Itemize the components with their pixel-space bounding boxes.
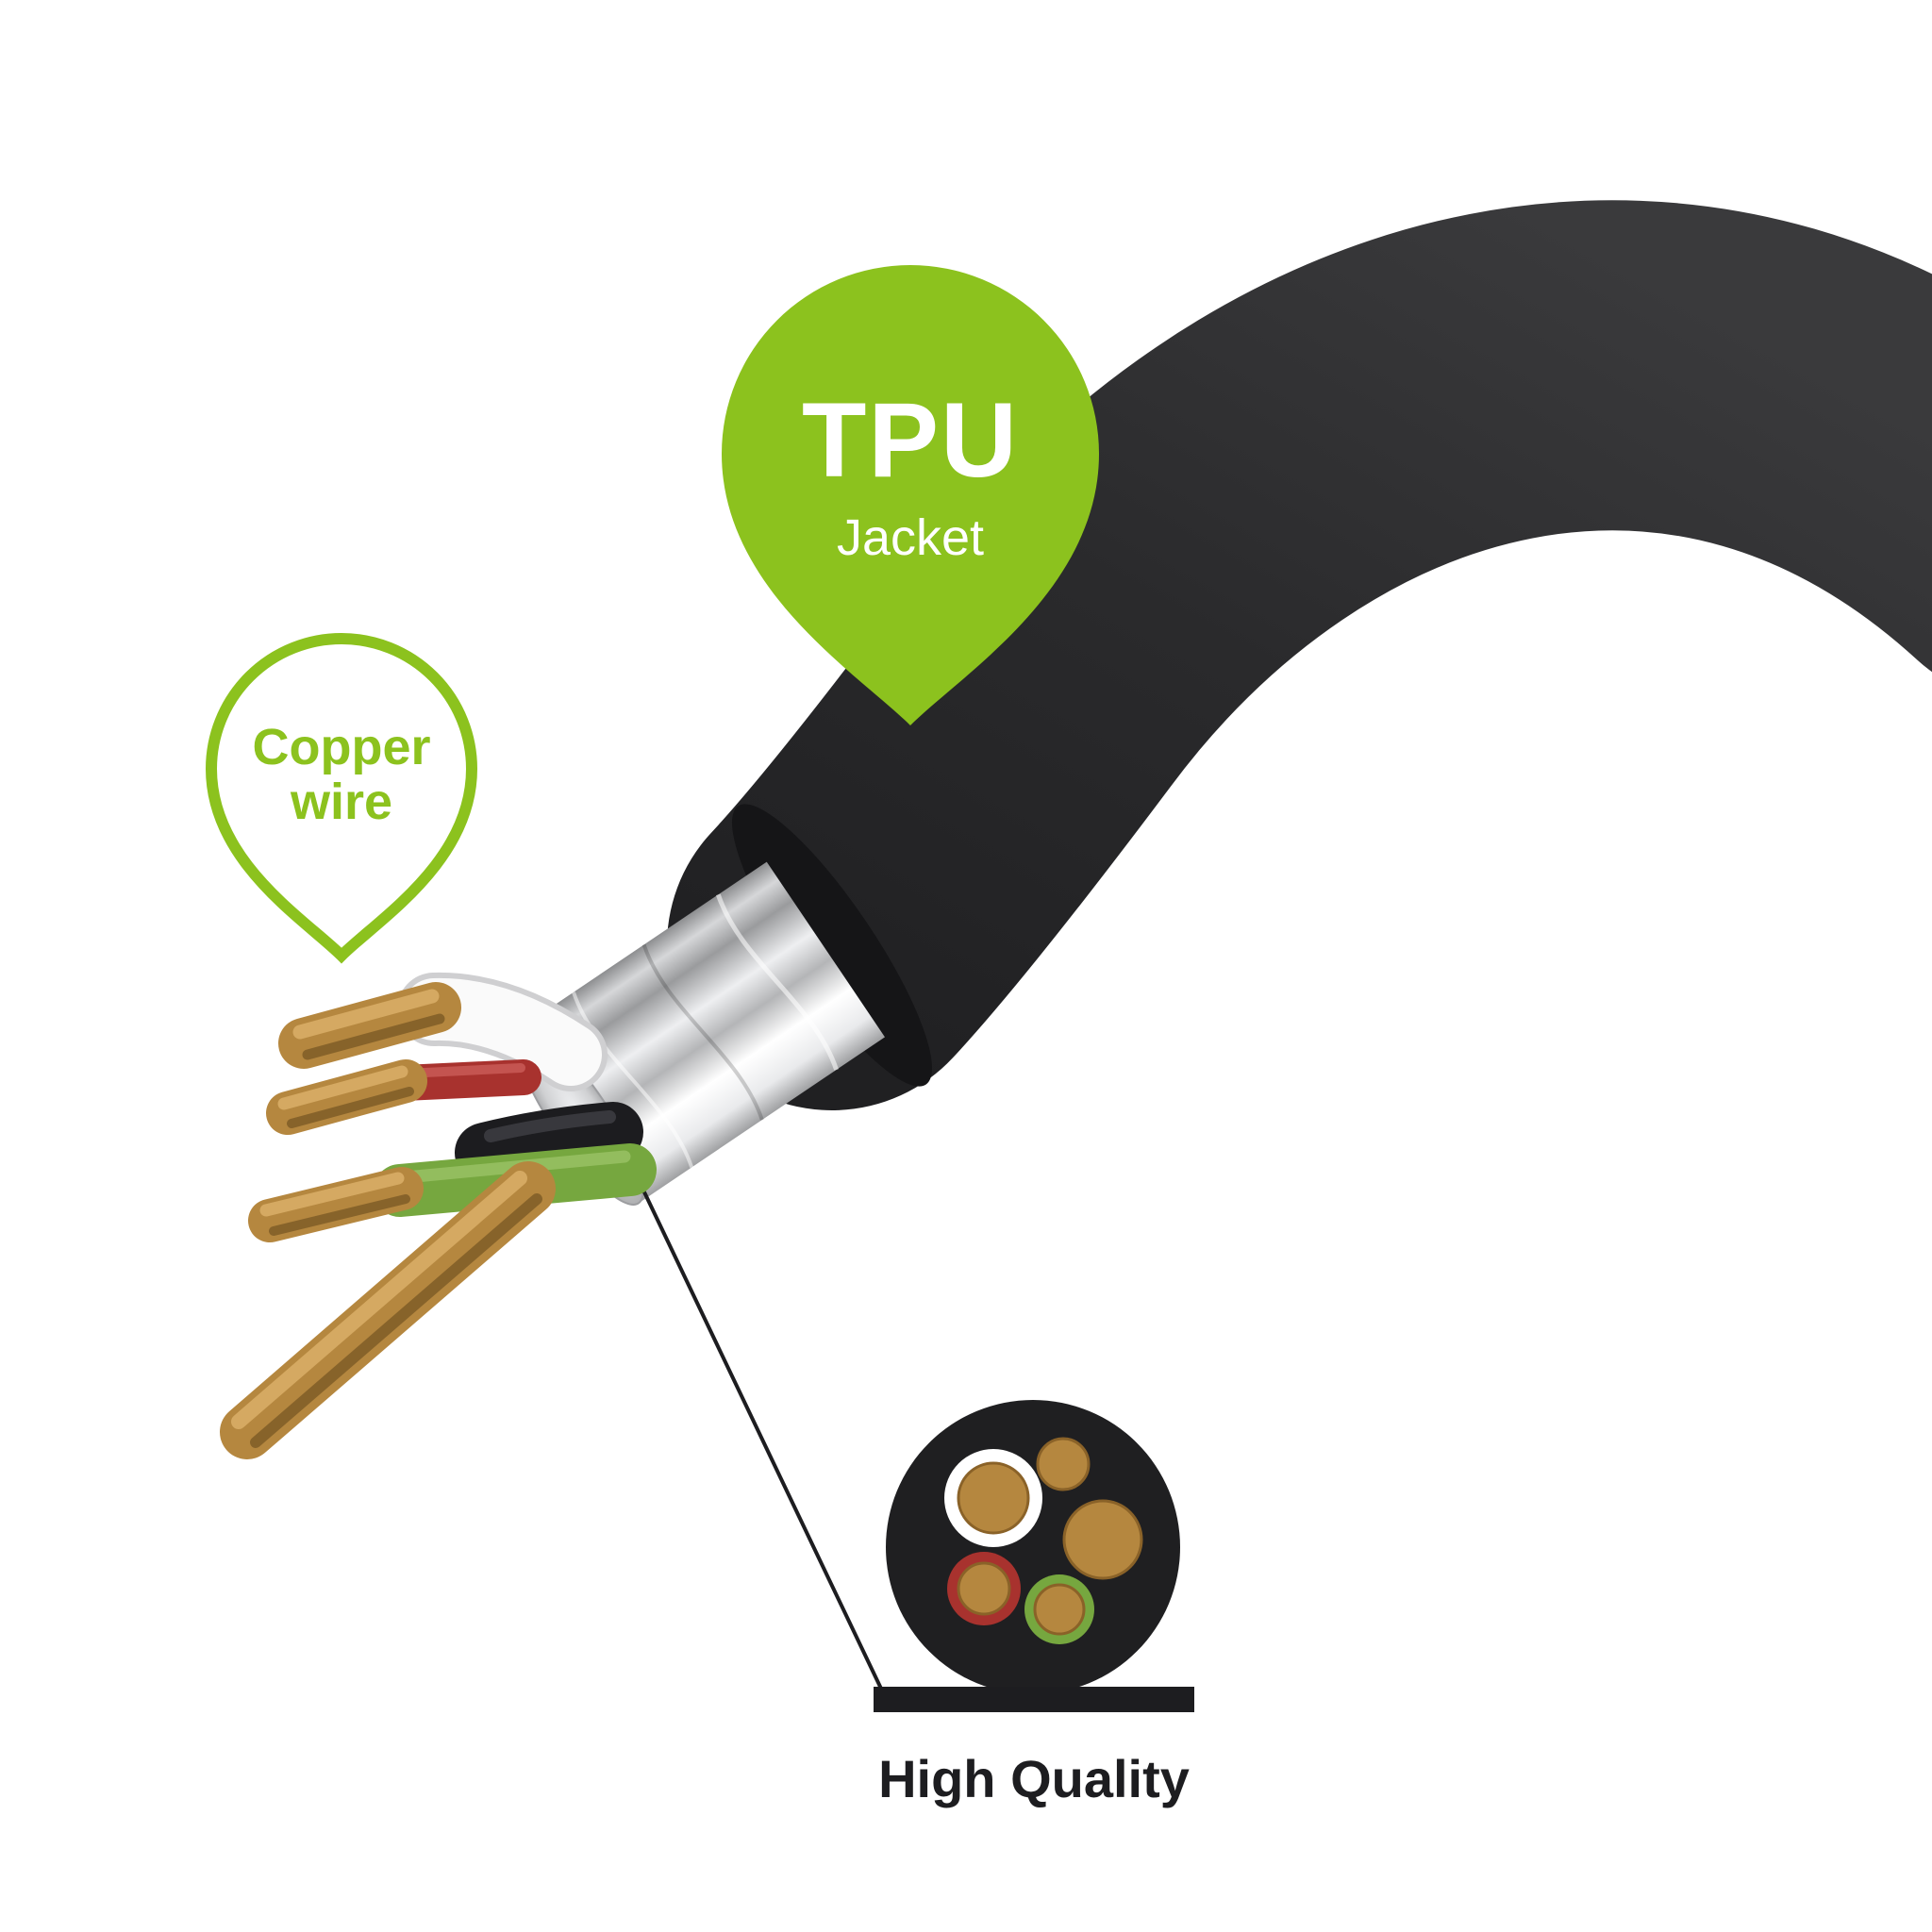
foil-wrap-line bbox=[572, 991, 694, 1169]
copper-strand bbox=[248, 1167, 424, 1242]
copper-strand-highlight bbox=[277, 1065, 408, 1110]
cross-section-leader-line bbox=[616, 1136, 883, 1690]
copper-strand-shadow bbox=[269, 1194, 410, 1236]
black-wire-highlight bbox=[484, 1110, 616, 1142]
cross-section-circle-group bbox=[886, 1400, 1180, 1694]
copper-strand-highlight bbox=[231, 1171, 527, 1429]
tpu-pin-title: TPU bbox=[802, 381, 1019, 499]
copper-pin-shape bbox=[205, 633, 478, 964]
copper-strand-shadow bbox=[302, 1013, 445, 1060]
copper-wire-callout-pin: Copper wire bbox=[205, 633, 478, 964]
copper-pin-line2: wire bbox=[290, 774, 392, 830]
cross-section-copper-large bbox=[1062, 1499, 1143, 1580]
tpu-pin-shape bbox=[722, 265, 1099, 725]
tpu-pin-subtitle: Jacket bbox=[837, 509, 984, 566]
copper-strand-shadow bbox=[287, 1087, 414, 1128]
copper-strand-shadow bbox=[250, 1193, 542, 1448]
copper-strand bbox=[266, 1059, 427, 1135]
foil-wrap-line bbox=[715, 893, 839, 1071]
copper-strand bbox=[220, 1161, 556, 1459]
high-quality-label: High Quality bbox=[878, 1749, 1190, 1808]
cross-section-copper-small bbox=[1036, 1437, 1091, 1491]
cross-section-red-wire-copper bbox=[957, 1561, 1011, 1616]
cable-cross-section: High Quality bbox=[874, 1400, 1194, 1808]
copper-strand bbox=[278, 982, 461, 1069]
cross-section-base-bar bbox=[874, 1687, 1194, 1712]
copper-strand-highlight bbox=[259, 1172, 405, 1217]
exposed-wires bbox=[220, 972, 657, 1459]
cross-section-white-wire-copper bbox=[957, 1461, 1030, 1535]
black-wire bbox=[455, 1102, 643, 1183]
cable-jacket bbox=[667, 200, 1932, 1110]
copper-pin-line1: Copper bbox=[253, 719, 431, 775]
jacket-cut-face bbox=[731, 804, 933, 1087]
foil-wrap-line bbox=[641, 943, 764, 1121]
tpu-callout-pin: TPU Jacket bbox=[722, 265, 1099, 725]
cross-section-green-wire-copper bbox=[1033, 1583, 1086, 1636]
copper-strand-highlight bbox=[292, 989, 440, 1040]
